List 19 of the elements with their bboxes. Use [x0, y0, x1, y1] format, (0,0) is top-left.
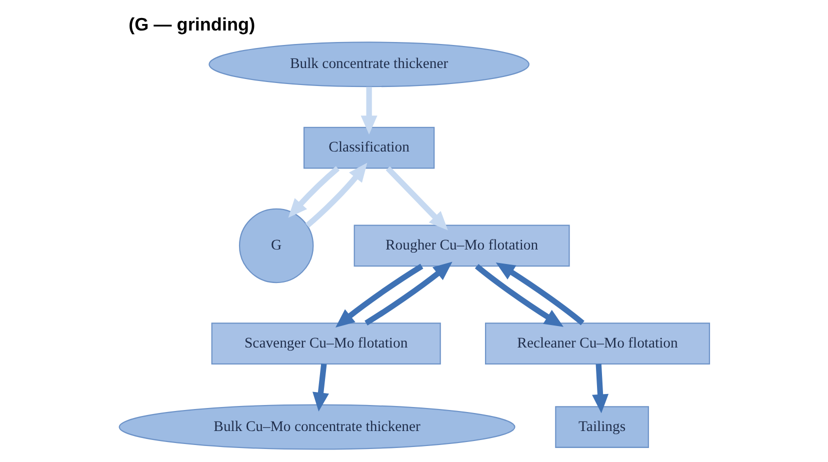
arrow — [592, 364, 608, 414]
arrow — [312, 364, 328, 412]
node-box: Recleaner Cu–Mo flotation — [484, 322, 710, 364]
arrow — [304, 162, 367, 228]
node-ellipse: Bulk Cu–Mo concentrate thickener — [118, 404, 515, 450]
arrow — [474, 264, 564, 327]
arrow — [364, 262, 452, 326]
node-circle: G — [238, 208, 314, 284]
node-box: Scavenger Cu–Mo flotation — [210, 322, 440, 364]
node-ellipse: Bulk concentrate thickener — [208, 42, 529, 88]
node-box: Classification — [302, 126, 434, 169]
arrow — [495, 262, 584, 326]
diagram-title: (G — grinding) — [128, 14, 255, 34]
node-box: Tailings — [554, 406, 648, 448]
arrow — [288, 166, 340, 218]
arrow — [334, 264, 423, 328]
node-box: Rougher Cu–Mo flotation — [353, 224, 570, 267]
arrow — [360, 86, 377, 135]
arrow — [385, 166, 448, 230]
